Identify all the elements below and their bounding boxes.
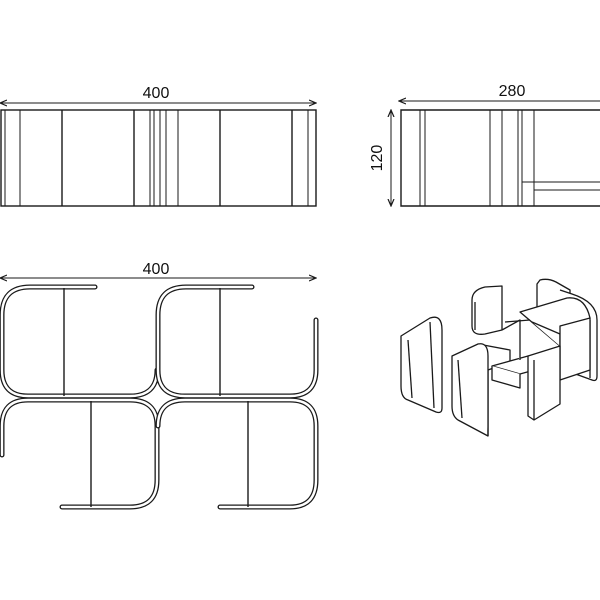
side-outline (400, 109, 600, 207)
isometric-view (400, 278, 598, 437)
side-depth-label: 280 (499, 83, 526, 100)
front-outline (0, 109, 317, 207)
front-elevation-view: 400 (0, 85, 317, 207)
side-elevation-view: 280 120 (369, 83, 600, 206)
plan-view: 400 (0, 261, 319, 510)
front-width-label: 400 (143, 85, 170, 102)
plan-width-label: 400 (143, 261, 170, 278)
side-height-label: 120 (369, 145, 386, 172)
plan-tubes (0, 284, 319, 510)
